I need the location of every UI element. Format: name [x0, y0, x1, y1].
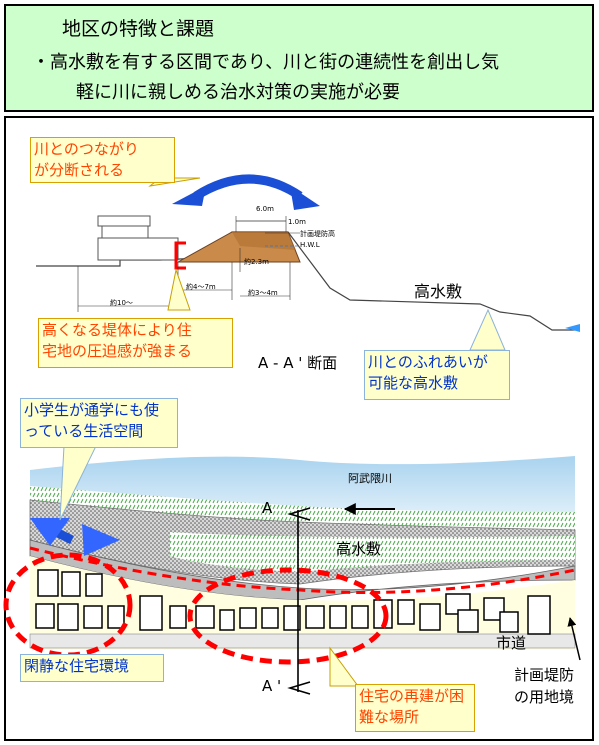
header-line-2: 軽に川に親しめる治水対策の実施が必要: [76, 82, 400, 103]
label-section-a-top: A: [262, 499, 273, 517]
dim-left: 約10〜: [110, 299, 133, 307]
label-city-road: 市道: [496, 634, 527, 652]
dim-slope-1: 約4〜7m: [186, 283, 216, 291]
callout-school: 小学生が通学にも使 っている生活空間: [20, 398, 178, 448]
boundary-line: [29, 546, 576, 594]
levee-shade: [232, 232, 296, 250]
quiet-area-ellipse: [3, 552, 133, 658]
callout-river-cut: 川とのつながり が分断される: [30, 137, 175, 183]
dim-height-small: 1.0m: [288, 218, 306, 226]
blue-arc-arrow: [193, 174, 303, 200]
label-plan-floodplain: 高水敷: [336, 540, 382, 558]
callout-pointer-2: [167, 268, 191, 311]
label-section-aa: A - A ' 断面: [258, 354, 338, 372]
callout-quiet: 閑静な住宅環境: [20, 654, 164, 682]
houses: [35, 569, 551, 635]
dim-height-main: 約2.3m: [244, 258, 269, 266]
callout-floodplain: 川とのふれあいが 可能な高水敷: [364, 350, 510, 400]
header-line-1: ・高水敷を有する区間であり、川と街の連続性を創出し気: [32, 52, 500, 73]
dim-slope-2: 約3〜4m: [248, 289, 278, 297]
water-mark: [565, 324, 580, 332]
plan-view-drawing: [3, 445, 581, 695]
house-layer-3: [97, 237, 179, 261]
dim-hwl: H.W.L: [300, 241, 320, 249]
cross-section-drawing: [36, 174, 580, 351]
red-bracket: [174, 241, 186, 270]
house-layer-2: [101, 225, 149, 239]
callout-pressure: 高くなる堤体により住 宅地の圧迫感が強まる: [38, 318, 233, 368]
floodplain-grass: [170, 532, 575, 572]
header-panel: 地区の特徴と課題 ・高水敷を有する区間であり、川と街の連続性を創出し気 軽に川に…: [4, 4, 594, 112]
boundary-pointer: [567, 617, 581, 661]
label-river-name: 阿武隈川: [348, 472, 392, 485]
dim-design-level: 計画堤防高: [300, 230, 335, 238]
header-title: 地区の特徴と課題: [62, 18, 215, 40]
callout-pointer-3: [469, 308, 506, 351]
label-section-a-bottom: A ': [262, 677, 282, 695]
callout-rebuild: 住宅の再建が困 難な場所: [355, 684, 475, 732]
dim-top-width: 6.0m: [256, 205, 274, 213]
label-high-floodplain: 高水敷: [414, 282, 463, 301]
callout-pointer-5: [329, 646, 359, 687]
house-layer-1: [97, 215, 151, 227]
label-boundary: 計画堤防 の用地境: [514, 666, 575, 706]
rebuild-area-ellipse: [187, 567, 389, 665]
